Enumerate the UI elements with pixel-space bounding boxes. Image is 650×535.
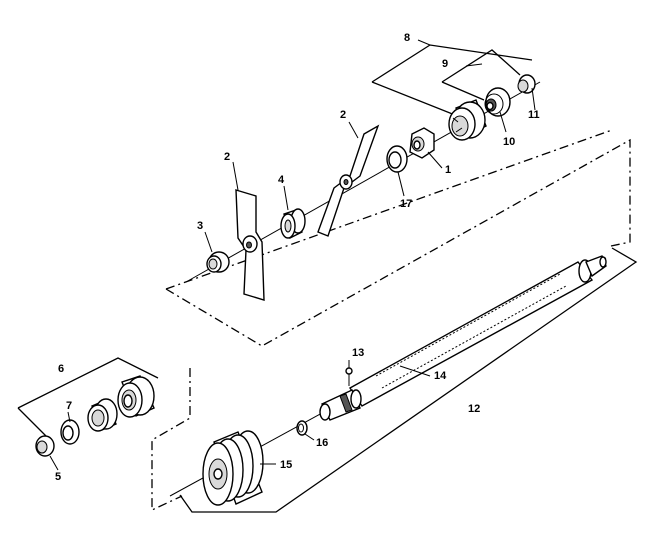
- leader-lines: [49, 39, 536, 471]
- callout-14: 14: [434, 370, 447, 382]
- part-8-housing: [448, 99, 487, 141]
- upper-axis: [185, 81, 541, 283]
- bracket-9: [441, 49, 521, 101]
- callout-11: 11: [528, 109, 540, 121]
- part-2-blade-upper: [317, 124, 380, 237]
- callout-2-lower: 2: [224, 151, 230, 163]
- upper-assembly-boundary: [165, 138, 631, 347]
- part-2-blade-lower: [235, 189, 265, 301]
- callout-12: 12: [468, 403, 480, 415]
- callout-3: 3: [197, 220, 203, 232]
- callout-5: 5: [55, 471, 61, 483]
- callout-10: 10: [503, 136, 515, 148]
- callout-16: 16: [316, 437, 328, 449]
- part-7-ring: [60, 419, 80, 445]
- part-13-key: [345, 367, 353, 386]
- lower-left-boundary: [151, 368, 191, 512]
- part-1-hex-nut: [409, 127, 435, 159]
- callout-7: 7: [66, 400, 72, 412]
- callout-13: 13: [352, 347, 364, 359]
- part-6-bearing: [87, 398, 118, 432]
- callout-9: 9: [442, 58, 448, 70]
- part-4-spacer: [280, 208, 306, 240]
- part-10-bearing: [484, 87, 511, 117]
- callout-17: 17: [400, 198, 412, 210]
- callout-15: 15: [280, 459, 292, 471]
- callout-8: 8: [404, 32, 410, 44]
- part-5-bushing: [35, 435, 55, 457]
- callout-6: 6: [58, 363, 64, 375]
- part-3-collar: [206, 251, 230, 273]
- part-16-ring: [296, 420, 308, 436]
- part-11-bushing: [517, 74, 536, 94]
- part-17-washer: [386, 145, 408, 173]
- bracket-6: [17, 357, 159, 441]
- callout-1: 1: [445, 164, 451, 176]
- upper-assembly-boundary-top: [165, 129, 613, 290]
- bracket-12: [179, 247, 638, 513]
- part-6-housing: [117, 375, 155, 418]
- callout-2-upper: 2: [340, 109, 346, 121]
- part-15-pulley: [202, 430, 264, 506]
- callout-4: 4: [278, 174, 285, 186]
